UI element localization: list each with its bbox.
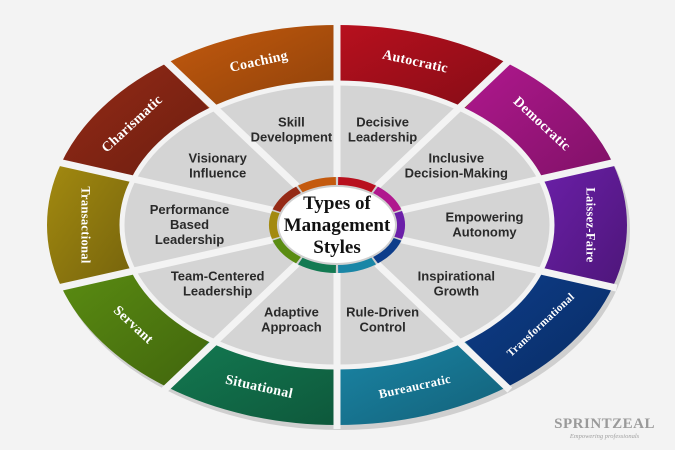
segment-autocratic	[337, 25, 508, 111]
hub-arc-autocratic	[338, 177, 377, 193]
hub-center	[279, 187, 395, 263]
hub-arc-bureaucratic	[338, 257, 377, 273]
separator-line	[56, 236, 274, 292]
hub-arc-transformational	[373, 238, 402, 264]
segment-situational	[166, 339, 337, 425]
separator-line	[400, 236, 618, 292]
style-name-laissez-faire: Laissez-Faire	[584, 187, 598, 262]
logo-tagline: Empowering professionals	[569, 433, 640, 440]
hub-arc-servant	[272, 238, 301, 264]
separator-line	[161, 261, 300, 393]
segment-transactional	[46, 163, 133, 287]
segment-bureaucratic	[337, 339, 508, 425]
center-hub	[269, 177, 405, 273]
hub-arc-situational	[297, 257, 336, 273]
separator-line	[374, 261, 513, 393]
segment-laissez-faire	[541, 163, 628, 287]
center-title-line3: Styles	[313, 237, 361, 258]
segment-charismatic	[61, 63, 211, 182]
inner-segment-autocratic	[337, 83, 464, 187]
segment-transformational	[463, 268, 613, 387]
separator-line	[400, 158, 618, 214]
logo-text: SPRINTZEAL	[554, 416, 655, 432]
center-title: Types of Management Styles	[284, 193, 391, 258]
center-title-line1: Types of	[303, 193, 371, 214]
segment-coaching	[166, 25, 337, 111]
separator-line	[56, 158, 274, 214]
inner-segment-situational	[210, 263, 337, 367]
separator-line	[374, 57, 513, 189]
inner-ring-border	[119, 80, 555, 370]
separators	[56, 21, 618, 429]
hub-arc-democratic	[373, 186, 402, 212]
hub-arc-coaching	[297, 177, 336, 193]
sprintzeal-logo: SPRINTZEAL Empowering professionals	[554, 416, 655, 440]
separator-line	[161, 57, 300, 189]
inner-segment-bureaucratic	[337, 263, 464, 367]
style-name-transactional: Transactional	[79, 186, 93, 264]
segment-servant	[61, 268, 211, 387]
center-title-line2: Management	[284, 215, 391, 236]
hub-arc-transactional	[269, 210, 280, 240]
hub-arc-charismatic	[272, 186, 301, 212]
hub-arc-laissez-faire	[394, 210, 405, 240]
segment-democratic	[463, 63, 613, 182]
inner-segment-coaching	[210, 83, 337, 187]
